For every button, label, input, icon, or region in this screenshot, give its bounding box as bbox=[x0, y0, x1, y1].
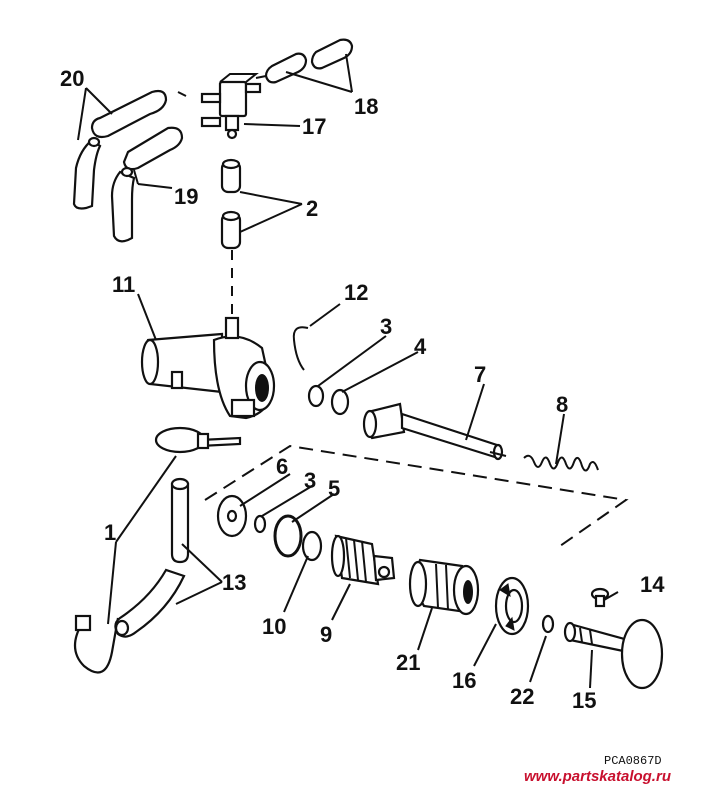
part-13-hoses bbox=[114, 477, 190, 638]
callout-7: 7 bbox=[474, 362, 486, 387]
part-3-o-ring bbox=[307, 384, 325, 408]
callout-5: 5 bbox=[328, 476, 340, 501]
part-11-valve-housing bbox=[140, 316, 276, 420]
part-17-tee-fitting bbox=[200, 73, 262, 140]
part-9-valve-body bbox=[330, 534, 396, 586]
callout-3-upper: 3 bbox=[380, 314, 392, 339]
callout-2: 2 bbox=[306, 196, 318, 221]
callout-11: 11 bbox=[112, 272, 135, 297]
part-7-plunger bbox=[362, 402, 507, 461]
part-4-o-ring bbox=[330, 388, 350, 416]
part-10-o-ring bbox=[301, 530, 323, 562]
assembly-outline bbox=[204, 444, 629, 547]
leader-lines bbox=[77, 53, 619, 689]
callout-21: 21 bbox=[396, 650, 420, 675]
part-2-hoses bbox=[220, 158, 242, 322]
part-16-retainer bbox=[494, 576, 530, 636]
part-5-o-ring bbox=[273, 514, 303, 558]
callout-10: 10 bbox=[262, 614, 286, 639]
callout-16: 16 bbox=[452, 668, 476, 693]
callout-12: 12 bbox=[344, 280, 368, 305]
part-14-screw bbox=[590, 587, 610, 608]
part-3-small-o-ring bbox=[253, 514, 267, 534]
part-15-button bbox=[563, 618, 664, 690]
callout-15: 15 bbox=[572, 688, 596, 713]
part-18-hoses bbox=[255, 38, 354, 84]
part-19-elbow-hose bbox=[110, 126, 184, 243]
callout-6: 6 bbox=[276, 454, 288, 479]
part-8-spring bbox=[523, 454, 599, 472]
callout-17: 17 bbox=[302, 114, 326, 139]
part-20-elbow-hose bbox=[72, 89, 187, 210]
drawing-code: PCA0867D bbox=[604, 754, 662, 768]
callout-8: 8 bbox=[556, 392, 568, 417]
callout-14: 14 bbox=[640, 572, 665, 597]
part-21-nut bbox=[408, 558, 480, 616]
callout-20: 20 bbox=[60, 66, 84, 91]
callout-18: 18 bbox=[354, 94, 378, 119]
callout-13: 13 bbox=[222, 570, 246, 595]
part-6-washer bbox=[216, 494, 248, 538]
callout-1: 1 bbox=[104, 520, 116, 545]
callout-19: 19 bbox=[174, 184, 198, 209]
part-22-o-ring bbox=[541, 614, 555, 634]
callout-4: 4 bbox=[414, 334, 427, 359]
callout-3-lower: 3 bbox=[304, 468, 316, 493]
callout-labels: 20 18 17 19 2 11 12 3 4 7 8 6 3 5 1 13 1… bbox=[60, 66, 665, 713]
callout-22: 22 bbox=[510, 684, 534, 709]
part-12-clip bbox=[292, 326, 309, 371]
callout-9: 9 bbox=[320, 622, 332, 647]
part-1-cable-ties bbox=[73, 426, 242, 674]
watermark: www.partskatalog.ru bbox=[524, 768, 671, 785]
